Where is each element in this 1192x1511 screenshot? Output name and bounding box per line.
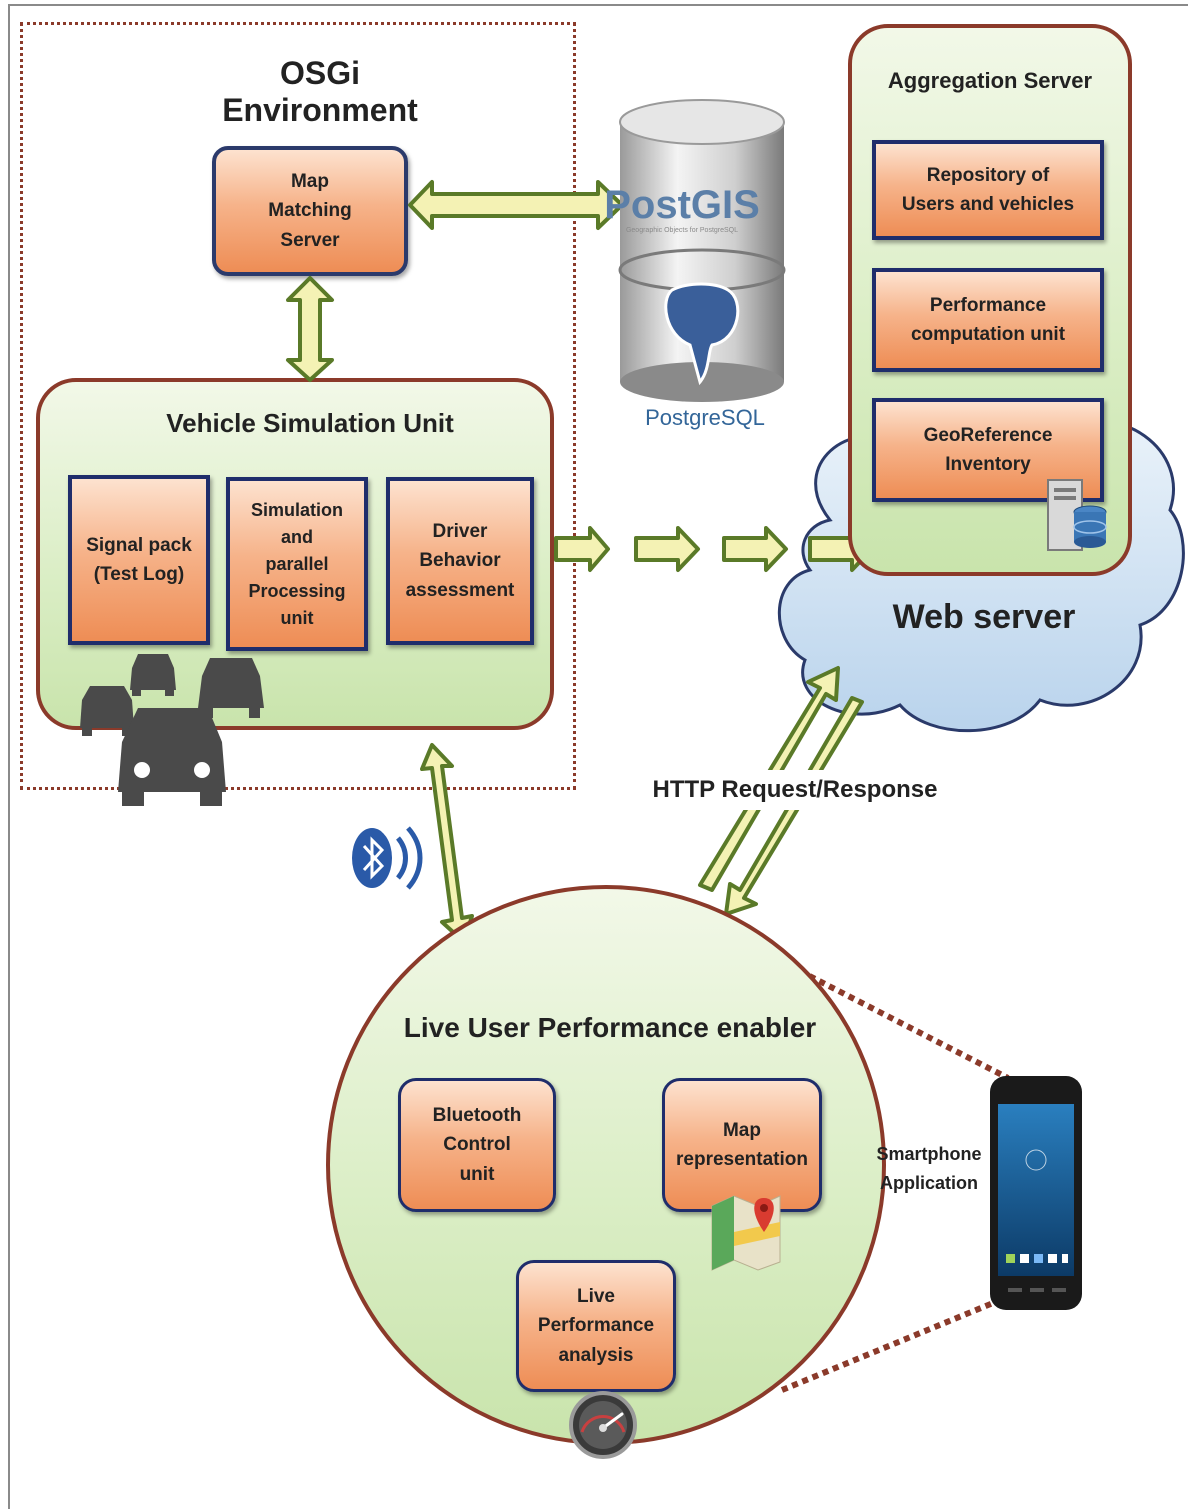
signal-pack-box: Signal pack (Test Log) bbox=[68, 475, 210, 645]
server-database-icon bbox=[1047, 479, 1107, 551]
vehicle-simulation-unit-title: Vehicle Simulation Unit bbox=[166, 408, 454, 438]
car-icon bbox=[80, 686, 134, 736]
bluetooth-line1: Bluetooth bbox=[432, 1104, 522, 1126]
repository-box: Repository of Users and vehicles bbox=[872, 140, 1104, 240]
maps-icon bbox=[711, 1195, 781, 1271]
arrow-mapmatching-vsu bbox=[286, 276, 334, 382]
http-request-response-label: HTTP Request/Response bbox=[640, 770, 950, 810]
postgis-tagline-text: Geographic Objects for PostgreSQL bbox=[626, 227, 738, 234]
smartphone-application-label: Smartphone Application bbox=[874, 1140, 984, 1198]
simulation-processing-unit-box: Simulation and parallel Processing unit bbox=[226, 477, 368, 651]
postgresql-elephant-icon bbox=[664, 282, 740, 386]
car-icon bbox=[118, 708, 226, 806]
driver-line1: Driver bbox=[432, 520, 488, 542]
map-matching-line2: Matching bbox=[268, 200, 352, 222]
osgi-environment-title: OSGi Environment bbox=[222, 55, 418, 128]
live-perf-line3: analysis bbox=[558, 1344, 634, 1366]
smartphone-line1: Smartphone bbox=[876, 1144, 982, 1164]
driver-line2: Behavior bbox=[419, 550, 501, 572]
arrow-mapmatching-postgis bbox=[408, 180, 624, 230]
smartphone-icon bbox=[990, 1076, 1082, 1310]
live-perf-line1: Live bbox=[576, 1285, 615, 1307]
repository-line2: Users and vehicles bbox=[901, 194, 1075, 215]
web-server-label: Web server bbox=[892, 598, 1076, 636]
smartphone-line2: Application bbox=[880, 1172, 978, 1193]
signal-pack-line1: Signal pack bbox=[86, 534, 192, 556]
map-representation-box: Map representation bbox=[662, 1078, 822, 1212]
repository-line1: Repository of bbox=[926, 164, 1050, 186]
map-matching-line3: Server bbox=[280, 229, 340, 251]
live-perf-line2: Performance bbox=[537, 1315, 655, 1337]
map-rep-line2: representation bbox=[676, 1149, 808, 1170]
performance-computation-box: Performance computation unit bbox=[872, 268, 1104, 372]
vehicles-icon bbox=[80, 654, 264, 806]
performance-line1: Performance bbox=[929, 294, 1047, 316]
live-user-performance-enabler-title: Live User Performance enabler bbox=[403, 1012, 817, 1043]
map-rep-line1: Map bbox=[722, 1119, 761, 1141]
bluetooth-line2: Control bbox=[443, 1134, 511, 1156]
signal-pack-line2: (Test Log) bbox=[93, 564, 185, 585]
simulation-line2: and bbox=[280, 526, 313, 547]
arrow-vsu-lupe bbox=[420, 743, 474, 944]
osgi-environment-boundary bbox=[20, 22, 576, 790]
georeference-inventory-box: GeoReference Inventory bbox=[872, 398, 1104, 502]
postgis-database-icon bbox=[618, 99, 786, 402]
aggregation-server-title: Aggregation Server bbox=[887, 68, 1093, 93]
speedometer-icon bbox=[569, 1391, 637, 1459]
simulation-line5: unit bbox=[280, 607, 314, 628]
performance-line2: computation unit bbox=[910, 324, 1066, 345]
car-icon bbox=[130, 654, 176, 696]
map-matching-line1: Map bbox=[290, 170, 329, 192]
figure-frame bbox=[8, 4, 1188, 1509]
bluetooth-line3: unit bbox=[459, 1163, 495, 1185]
georef-line2: Inventory bbox=[945, 454, 1031, 475]
simulation-line1: Simulation bbox=[250, 499, 343, 520]
live-performance-analysis-box: Live Performance analysis bbox=[516, 1260, 676, 1392]
simulation-line3: parallel bbox=[265, 553, 329, 574]
postgresql-label: PostgreSQL bbox=[645, 405, 765, 430]
arrows-vsu-to-webserver bbox=[554, 526, 874, 572]
postgis-logo-text: PostGIS bbox=[604, 183, 760, 227]
simulation-line4: Processing bbox=[248, 580, 346, 601]
driver-behavior-assessment-box: Driver Behavior assessment bbox=[386, 477, 534, 645]
bluetooth-icon bbox=[352, 826, 423, 890]
georef-line1: GeoReference bbox=[923, 424, 1053, 446]
driver-line3: assessment bbox=[405, 579, 515, 601]
map-matching-server: Map Matching Server bbox=[212, 146, 408, 276]
bluetooth-control-unit-box: Bluetooth Control unit bbox=[398, 1078, 556, 1212]
phone-connector-lines bbox=[780, 963, 1012, 1393]
